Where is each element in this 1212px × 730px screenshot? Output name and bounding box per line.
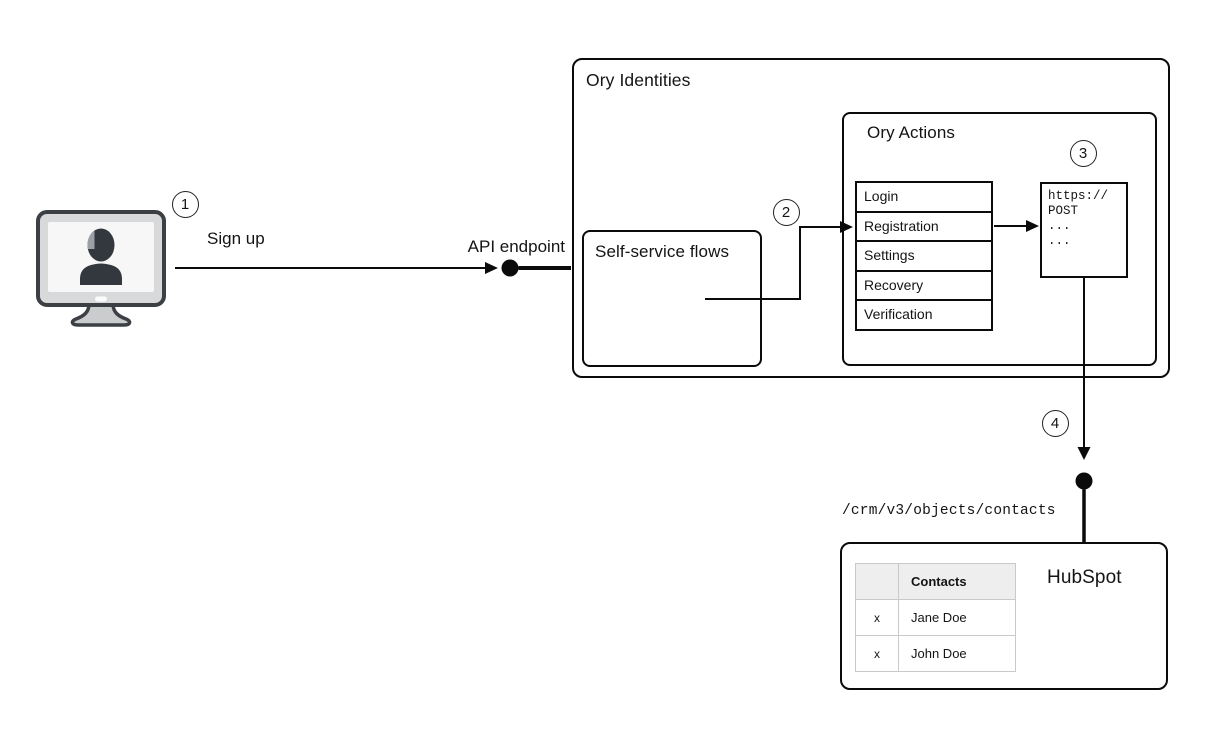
user-head: [87, 228, 115, 262]
contacts-header-label: Contacts: [911, 574, 967, 589]
contacts-table: Contacts x Jane Doe x John Doe: [855, 563, 1016, 672]
contacts-header-row: Contacts: [856, 564, 1015, 599]
ory-identities-title: Ory Identities: [586, 70, 691, 90]
user-shoulders: [80, 263, 122, 285]
flow-row-recovery: Recovery: [857, 269, 991, 299]
code-line: ...: [1048, 219, 1071, 233]
monitor-body: [36, 210, 166, 307]
flow-list: Login Registration Settings Recovery Ver…: [855, 181, 993, 331]
contacts-header-empty-cell: [856, 564, 899, 599]
webhook-down-arrowhead: [1077, 447, 1091, 460]
user-monitor-icon: [36, 210, 166, 327]
monitor-stand: [70, 302, 132, 327]
code-line: https://: [1048, 189, 1109, 203]
ory-actions-title: Ory Actions: [867, 123, 956, 142]
hubspot-endpoint-dot: [1075, 472, 1093, 490]
flow-row-login: Login: [857, 183, 991, 211]
crm-path-label: /crm/v3/objects/contacts: [842, 503, 1056, 519]
monitor-button: [95, 296, 107, 302]
monitor-screen: [48, 222, 154, 292]
webhook-code-box: https:// POST ... ...: [1040, 182, 1128, 278]
self-service-flows-title: Self-service flows: [595, 242, 730, 261]
contact-row: x Jane Doe: [856, 599, 1015, 635]
contact-name-cell: Jane Doe: [911, 610, 967, 625]
contact-name-cell: John Doe: [911, 646, 967, 661]
contact-mark-cell: x: [856, 636, 899, 671]
contact-mark-cell: x: [856, 600, 899, 635]
signup-arrowhead: [485, 262, 498, 274]
contact-row: x John Doe: [856, 635, 1015, 671]
step-1-badge: 1: [171, 190, 199, 218]
flow-row-registration: Registration: [857, 210, 991, 240]
flow-row-verification: Verification: [857, 299, 991, 329]
api-endpoint-dot: [501, 259, 519, 277]
user-head-highlight: [87, 228, 95, 249]
flow-row-settings: Settings: [857, 240, 991, 270]
code-line: POST: [1048, 204, 1079, 218]
step-3-badge: 3: [1069, 139, 1097, 167]
sign-up-label: Sign up: [207, 229, 265, 248]
self-service-flows-box: Self-service flows: [582, 230, 762, 367]
step-4-badge: 4: [1041, 409, 1069, 437]
step-2-badge: 2: [772, 198, 800, 226]
api-endpoint-label: API endpoint: [467, 237, 565, 256]
code-line: ...: [1048, 234, 1071, 248]
hubspot-title: HubSpot: [1047, 567, 1122, 588]
